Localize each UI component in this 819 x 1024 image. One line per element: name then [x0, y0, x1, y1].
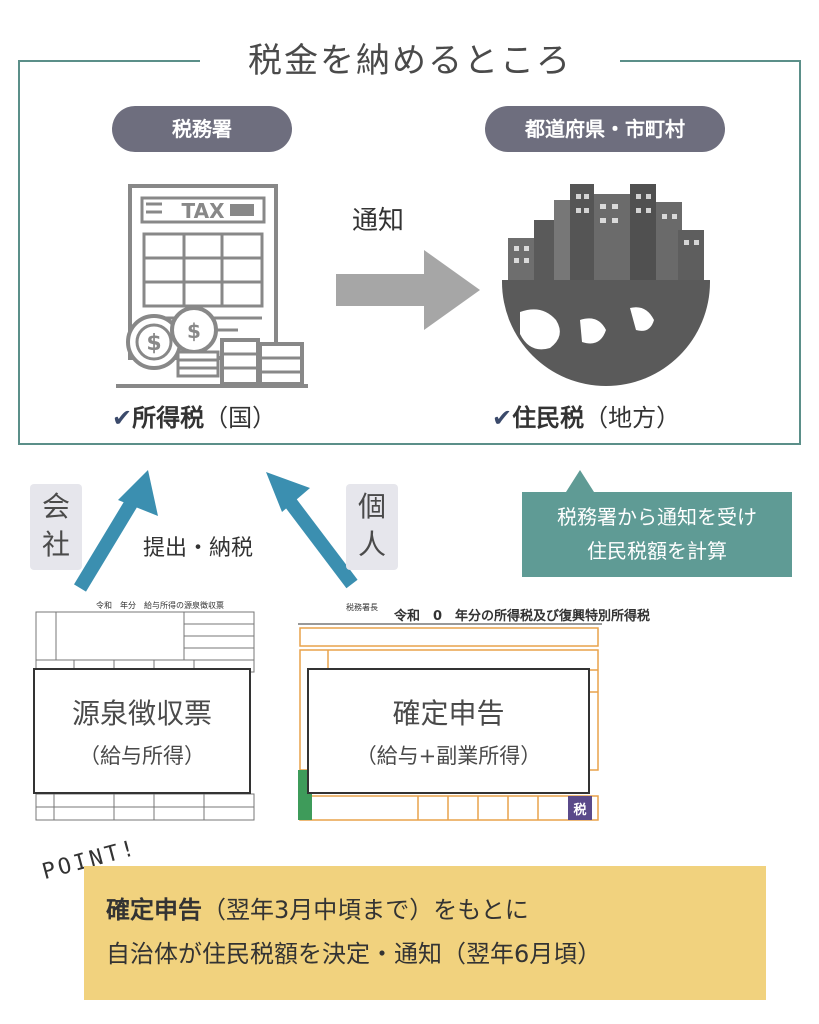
svg-text:税: 税 [573, 802, 586, 818]
submit-arrows [74, 470, 358, 592]
local-government-pill: 都道府県・市町村 [485, 106, 725, 152]
point-box: 確定申告（翌年3月中頃まで）をもとに 自治体が住民税額を決定・通知（翌年6月頃） [84, 866, 766, 1000]
submit-pay-label: 提出・納税 [143, 536, 254, 561]
note-pointer [566, 470, 594, 492]
svg-text:$: $ [146, 331, 161, 356]
company-tag: 会 社 [30, 484, 82, 570]
tax-document-coins-icon: TAX $ $ [116, 184, 308, 388]
resident-tax-label: ✔住民税（地方） [492, 404, 681, 432]
tax-return-card: 確定申告 （給与+副業所得） [307, 668, 590, 794]
point-line-2: 自治体が住民税額を決定・通知（翌年6月頃） [106, 940, 602, 968]
svg-text:令和 年分 給与所得の源泉徴収票: 令和 年分 給与所得の源泉徴収票 [96, 600, 224, 610]
svg-text:令和 0 年分の所得税及び復興特別所得税: 令和 0 年分の所得税及び復興特別所得税 [394, 608, 650, 624]
individual-tag: 個 人 [346, 484, 398, 570]
point-line-1: 確定申告（翌年3月中頃まで）をもとに [106, 896, 529, 924]
tax-office-pill: 税務署 [112, 106, 292, 152]
check-icon: ✔ [492, 404, 513, 432]
notify-arrow-icon [336, 250, 480, 330]
income-tax-label: ✔所得税（国） [112, 404, 277, 432]
withholding-slip-card: 源泉徴収票 （給与所得） [33, 668, 251, 794]
svg-text:TAX: TAX [182, 199, 226, 223]
check-icon: ✔ [112, 404, 133, 432]
city-globe-icon [502, 184, 710, 386]
notify-label: 通知 [352, 206, 405, 236]
svg-text:$: $ [187, 319, 201, 343]
calculation-note: 税務署から通知を受け 住民税額を計算 [522, 492, 792, 577]
svg-text:税務署長: 税務署長 [346, 602, 378, 612]
page-title: 税金を納めるところ [200, 36, 620, 86]
